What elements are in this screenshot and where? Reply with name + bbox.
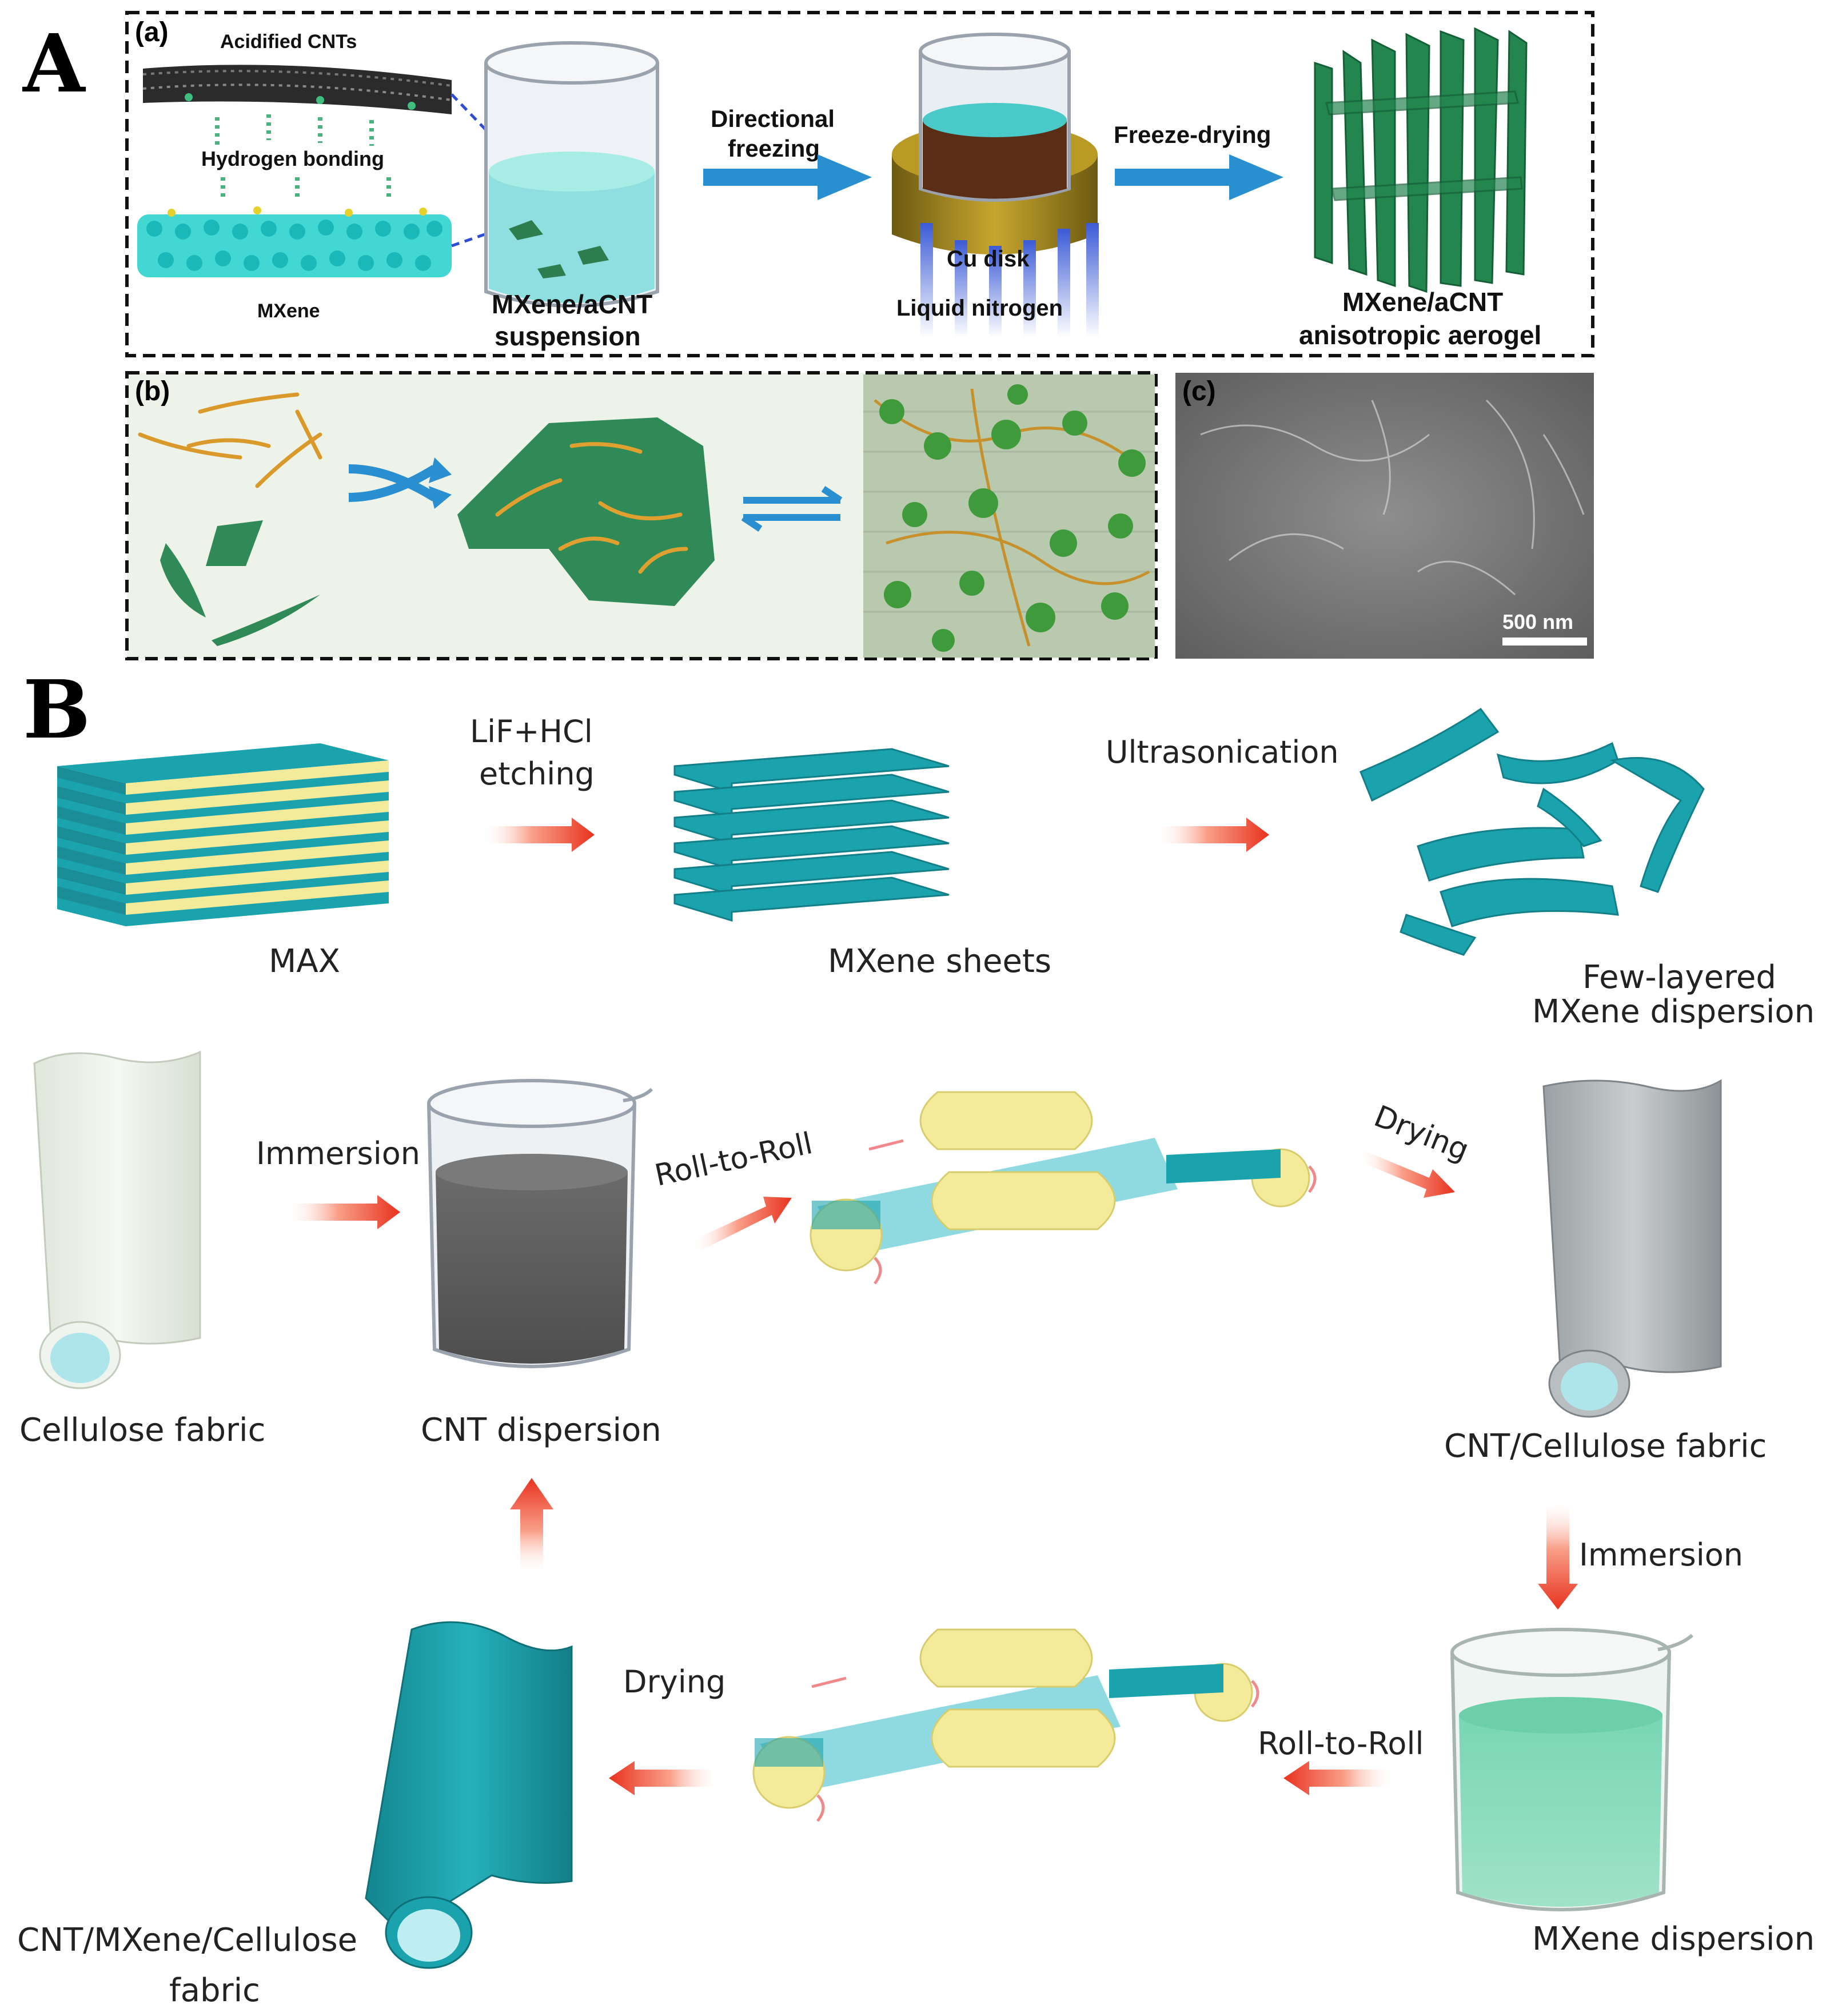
exchange-arrow-blue	[348, 457, 452, 509]
equilibrium-arrow	[741, 486, 843, 532]
few-layered-label-line1: Few-layered	[1582, 959, 1776, 996]
mxene-sheets-label: MXene sheets	[828, 943, 1051, 980]
roll-to-roll-label-2: Roll-to-Roll	[1258, 1726, 1424, 1762]
sem-texture	[1200, 399, 1585, 596]
cu-disk-label: Cu disk	[947, 246, 1030, 272]
immersion-label-1: Immersion	[256, 1136, 420, 1172]
sem-image	[1175, 373, 1594, 659]
acidified-cnt-label: Acidified CNTs	[220, 31, 357, 53]
few-layered-label-line2: MXene dispersion	[1532, 993, 1815, 1030]
hydrogen-bonding-label: Hydrogen bonding	[201, 147, 384, 170]
acidified-cnt-illustration	[142, 65, 452, 114]
suspension-label-line2: suspension	[495, 321, 641, 351]
cnt-cellulose-fabric-label: CNT/Cellulose fabric	[1444, 1428, 1767, 1465]
ultrasonication-arrow	[1155, 818, 1269, 852]
mxene-dispersion-label: MXene dispersion	[1532, 1921, 1815, 1958]
etching-label-line1: LiF+HCl	[470, 714, 593, 750]
suspension-beaker	[484, 41, 659, 308]
drying-label-2: Drying	[623, 1664, 725, 1700]
hydrogen-bond-dashes	[215, 114, 391, 200]
subpanel-a-tag: (a)	[135, 17, 169, 47]
mxene-label: MXene	[257, 300, 320, 322]
sem-scale-bar	[1502, 638, 1587, 646]
roll-to-roll-arrow-2	[1283, 1761, 1395, 1795]
aerogel-label-line1: MXene/aCNT	[1342, 287, 1503, 317]
subpanel-c-tag: (c)	[1182, 376, 1216, 407]
max-label: MAX	[269, 943, 340, 980]
drying-arrow-2	[609, 1761, 720, 1795]
roll-to-roll-label-1: Roll-to-Roll	[652, 1126, 815, 1193]
panel-b-label: B	[23, 663, 90, 757]
suspension-label-line1: MXene/aCNT	[492, 289, 652, 319]
subpanel-a-frame	[125, 11, 1594, 357]
directional-freezing-label-line2: freezing	[728, 135, 820, 162]
mxene-flakes-loose	[160, 520, 320, 646]
cu-disk-assembly	[892, 33, 1099, 337]
final-fabric-label-line2: fabric	[169, 1972, 260, 2009]
immersion-arrow-1	[286, 1195, 400, 1229]
ivy-wall-analogy	[863, 374, 1155, 658]
anisotropic-aerogel-illustration	[1314, 27, 1528, 293]
drying-arrow-1	[1358, 1149, 1455, 1198]
cnt-fibers-loose	[138, 392, 322, 488]
liquid-nitrogen-label: Liquid nitrogen	[896, 296, 1063, 321]
cnt-dispersion-beaker	[427, 1079, 653, 1368]
ultrasonication-label: Ultrasonication	[1106, 734, 1339, 770]
cellulose-fabric-label: Cellulose fabric	[19, 1412, 265, 1449]
etching-label-line2: etching	[479, 756, 595, 792]
mxene-dispersion-beaker	[1450, 1628, 1694, 1911]
subpanel-b-tag: (b)	[135, 376, 170, 407]
cnt-cellulose-fabric-roll	[1542, 1079, 1722, 1418]
return-arrow-up	[510, 1478, 553, 1575]
drying-label-1: Drying	[1369, 1099, 1474, 1168]
cellulose-fabric-roll	[33, 1050, 201, 1389]
aerogel-label-line2: anisotropic aerogel	[1299, 320, 1541, 350]
roller-machine-1	[810, 1091, 1317, 1285]
mxene-sheets-stack	[673, 748, 950, 922]
roll-to-roll-arrow-1	[692, 1197, 792, 1252]
panel-a-label: A	[22, 17, 86, 111]
etching-arrow	[480, 818, 595, 852]
cnt-mxene-cellulose-fabric-roll	[365, 1621, 573, 1969]
final-fabric-label-line1: CNT/MXene/Cellulose	[17, 1922, 357, 1959]
mxene-cnt-composite-sheet	[457, 417, 715, 606]
freeze-drying-label: Freeze-drying	[1114, 121, 1271, 148]
immersion-arrow-2	[1538, 1498, 1578, 1609]
sem-scale-label: 500 nm	[1502, 610, 1573, 634]
max-block	[57, 743, 389, 926]
mxene-atomic-sheet	[137, 206, 452, 277]
few-layered-flakes	[1359, 707, 1705, 956]
cnt-dispersion-label: CNT dispersion	[421, 1412, 661, 1449]
freeze-drying-arrow	[1115, 154, 1283, 200]
roller-machine-2	[752, 1628, 1259, 1822]
directional-freezing-label-line1: Directional	[711, 105, 835, 132]
freezing-arrow	[703, 154, 872, 200]
immersion-label-2: Immersion	[1579, 1537, 1743, 1573]
